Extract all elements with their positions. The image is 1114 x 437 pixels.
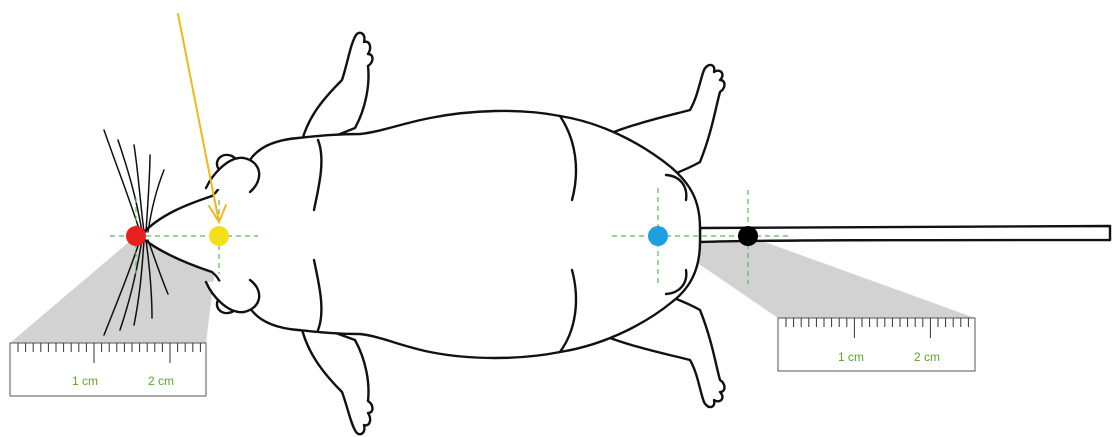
- whisker: [147, 239, 169, 295]
- mouse-body: [140, 31, 1112, 436]
- hip-line-upper: [558, 114, 578, 202]
- whisker: [133, 144, 145, 233]
- yellow-arrow-icon: [177, 13, 227, 225]
- whiskers: [103, 129, 169, 336]
- whisker: [133, 239, 145, 326]
- left-projection-wedge: [10, 236, 219, 343]
- left-ruler-label-1cm: 1 cm: [72, 374, 98, 388]
- ear-lower: [204, 278, 261, 314]
- right-ruler: 1 cm 2 cm: [777, 317, 976, 372]
- right-projection-wedge: [658, 236, 975, 318]
- left-ruler: 1 cm 2 cm: [9, 342, 207, 397]
- whisker: [119, 239, 143, 331]
- whisker: [103, 129, 141, 233]
- right-ruler-label-1cm: 1 cm: [838, 350, 864, 364]
- whisker: [147, 169, 165, 233]
- whisker: [145, 154, 151, 233]
- ear-upper: [204, 156, 261, 194]
- whisker: [103, 239, 141, 336]
- front-leg-upper: [298, 31, 374, 152]
- whisker: [145, 239, 153, 319]
- left-ruler-label-2cm: 2 cm: [148, 374, 174, 388]
- shoulder-line-lower: [312, 258, 323, 332]
- right-ruler-ticks: [785, 318, 969, 338]
- left-ruler-ticks: [17, 343, 201, 363]
- tail-point-marker-dot: [738, 226, 758, 246]
- tail-base-marker-dot: [648, 226, 668, 246]
- hip-line-lower: [558, 268, 578, 354]
- eye-marker-dot: [209, 226, 229, 246]
- tail: [698, 224, 1112, 244]
- right-ruler-frame: [777, 317, 976, 372]
- shoulder-line-upper: [312, 138, 323, 212]
- hind-contour-lower: [664, 268, 688, 296]
- whisker: [117, 139, 143, 233]
- left-ruler-frame: [9, 342, 207, 397]
- front-leg-lower: [298, 318, 374, 436]
- nose-marker-dot: [126, 226, 146, 246]
- right-ruler-label-2cm: 2 cm: [914, 350, 940, 364]
- hind-contour-upper: [664, 173, 688, 202]
